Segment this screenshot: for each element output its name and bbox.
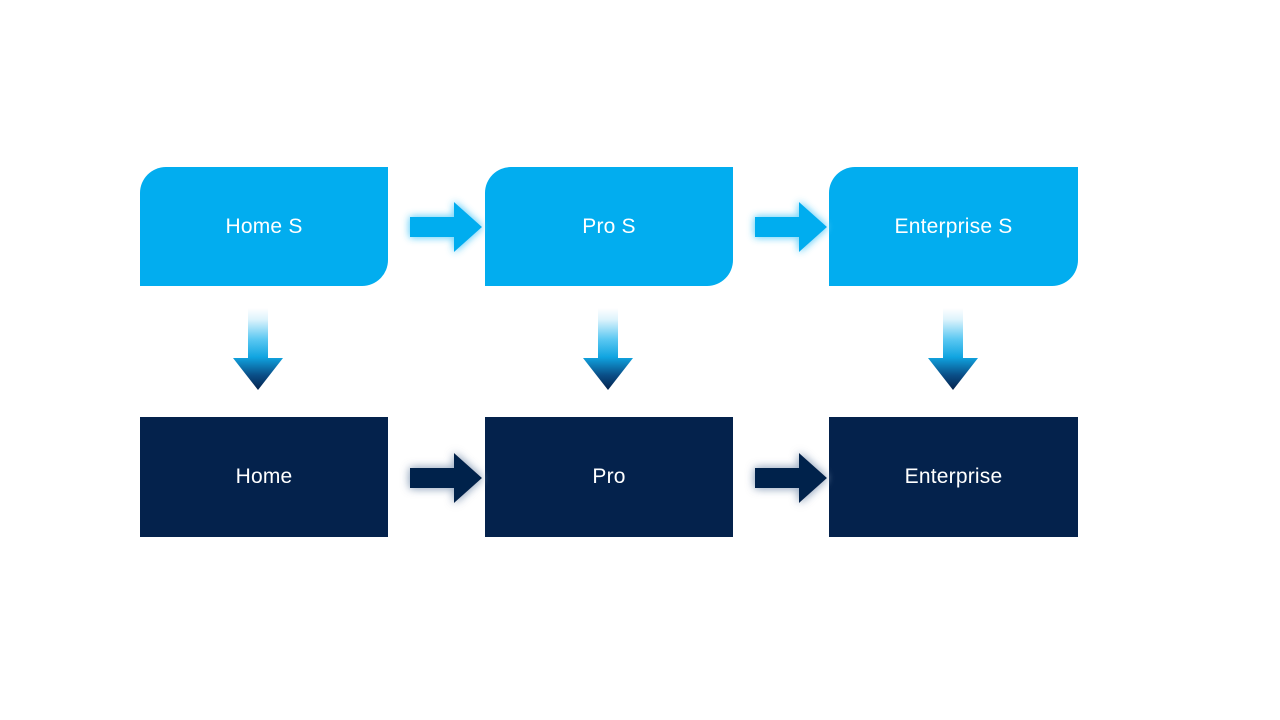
node-box-home[interactable]: Home (140, 417, 388, 537)
arrow-right-product-2 (755, 453, 827, 503)
arrow-down-enterprise (928, 308, 978, 390)
node-box-pro[interactable]: Pro (485, 417, 733, 537)
arrow-down-pro (583, 308, 633, 390)
node-label-home-s: Home S (225, 214, 303, 238)
node-label-enterprise-s: Enterprise S (894, 214, 1013, 238)
arrow-right-product-1 (410, 453, 482, 503)
node-box-home-s[interactable]: Home S (140, 167, 388, 286)
node-label-pro: Pro (592, 465, 626, 489)
node-box-enterprise-s[interactable]: Enterprise S (829, 167, 1078, 286)
node-box-enterprise[interactable]: Enterprise (829, 417, 1078, 537)
node-label-enterprise: Enterprise (904, 465, 1003, 489)
arrow-down-home (233, 308, 283, 390)
node-label-home: Home (235, 465, 293, 489)
node-box-pro-s[interactable]: Pro S (485, 167, 733, 286)
node-label-pro-s: Pro S (582, 214, 636, 238)
arrow-right-service-2 (755, 202, 827, 252)
arrow-right-service-1 (410, 202, 482, 252)
